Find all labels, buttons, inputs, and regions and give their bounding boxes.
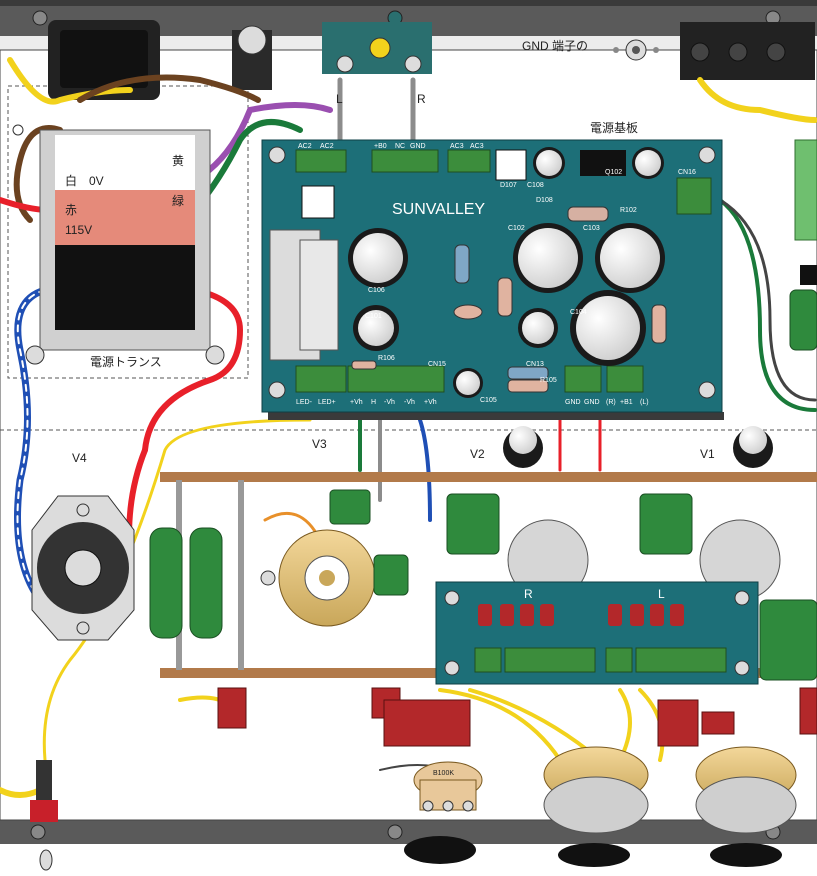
volume-potentiometer bbox=[404, 761, 483, 864]
part-label: R106 bbox=[378, 355, 395, 362]
terminal-label: AC3 bbox=[450, 143, 464, 150]
power-supply-board bbox=[261, 139, 724, 420]
screw-icon bbox=[698, 146, 716, 164]
terminal-label: -Vh bbox=[384, 399, 395, 406]
screw-icon bbox=[30, 824, 46, 840]
part-label: Q102 bbox=[605, 169, 622, 176]
screw-icon bbox=[260, 570, 276, 586]
gnd-terminal bbox=[613, 39, 659, 61]
pot-label: B100K bbox=[433, 770, 454, 777]
part-label: R102 bbox=[620, 207, 637, 214]
wire-label-green: 緑 bbox=[172, 193, 184, 208]
part-label: C108 bbox=[527, 182, 544, 189]
screw-icon bbox=[444, 590, 460, 606]
terminal-label: H bbox=[371, 399, 376, 406]
wire-label-yellow: 黄 bbox=[172, 154, 184, 168]
screw-icon bbox=[734, 590, 750, 606]
psu-brand: SUNVALLEY bbox=[392, 201, 485, 218]
terminal-label: +B0 bbox=[374, 143, 387, 150]
terminal-label: LED+ bbox=[318, 399, 336, 406]
screw-icon bbox=[444, 660, 460, 676]
power-switch bbox=[232, 25, 272, 90]
wire-label-red: 赤 bbox=[65, 203, 77, 217]
amp-board-l-label: L bbox=[658, 587, 665, 601]
terminal-label: AC3 bbox=[470, 143, 484, 150]
psu-terminal-labels-bottom: LED- LED+ +Vh H -Vh -Vh +Vh GND GND +B1 … bbox=[296, 399, 649, 406]
coupling-capacitors bbox=[329, 426, 817, 681]
rca-input-jacks bbox=[322, 22, 432, 74]
channel-r-label: R bbox=[417, 92, 426, 106]
gnd-terminal-label: GND 端子の bbox=[522, 39, 588, 53]
terminal-label: NC bbox=[395, 143, 405, 150]
screw-icon bbox=[32, 10, 48, 26]
channel-l-label: L bbox=[336, 92, 343, 106]
terminal-label: GND bbox=[565, 399, 581, 406]
psu-terminal-labels-top: AC2 AC2 +B0 NC GND AC3 AC3 bbox=[298, 143, 484, 150]
terminal-label: GND bbox=[410, 143, 426, 150]
terminal-label: +Vh bbox=[350, 399, 363, 406]
power-indicator bbox=[30, 760, 58, 871]
output-tube-sockets bbox=[543, 746, 797, 867]
filter-capacitors bbox=[149, 527, 223, 639]
part-label: CN13 bbox=[526, 361, 544, 368]
terminal-label: AC2 bbox=[320, 143, 334, 150]
part-label: R105 bbox=[540, 377, 557, 384]
speaker-transformer-partial bbox=[789, 139, 817, 351]
terminal-label: GND bbox=[584, 399, 600, 406]
psu-part-labels: C106 C101 R106 C102 C103 C104 C105 C108 … bbox=[365, 169, 696, 404]
screw-icon bbox=[268, 146, 286, 164]
screw-icon bbox=[76, 503, 90, 517]
voltage-label-115v: 115V bbox=[65, 223, 92, 237]
amp-board-r-label: R bbox=[524, 587, 533, 601]
terminal-label: LED- bbox=[296, 399, 313, 406]
part-label: C103 bbox=[583, 225, 600, 232]
part-label: C105 bbox=[480, 397, 497, 404]
tube-socket-v4 bbox=[31, 495, 135, 641]
terminal-label: (L) bbox=[640, 399, 649, 406]
speaker-terminals bbox=[680, 22, 815, 80]
power-transformer bbox=[12, 124, 225, 365]
screw-icon bbox=[268, 381, 286, 399]
part-label: D107 bbox=[500, 182, 517, 189]
part-label: D108 bbox=[536, 197, 553, 204]
wire-label-white-0v: 白 0V bbox=[65, 173, 104, 188]
part-label: C104 bbox=[570, 309, 587, 316]
screw-icon bbox=[734, 660, 750, 676]
tube-socket-v3 bbox=[260, 529, 394, 627]
screw-icon bbox=[387, 824, 403, 840]
part-label: C102 bbox=[508, 225, 525, 232]
screw-icon bbox=[698, 381, 716, 399]
tube-label-v4: V4 bbox=[72, 451, 87, 465]
amp-board bbox=[435, 581, 759, 685]
psu-board-label: 電源基板 bbox=[590, 121, 638, 135]
part-label: CN15 bbox=[428, 361, 446, 368]
part-label: CN16 bbox=[678, 169, 696, 176]
toggle-switches bbox=[217, 687, 817, 747]
part-label: C106 bbox=[368, 287, 385, 294]
terminal-label: (R) bbox=[606, 399, 616, 406]
terminal-label: +B1 bbox=[620, 399, 633, 406]
part-label: C101 bbox=[365, 313, 382, 320]
terminal-label: +Vh bbox=[424, 399, 437, 406]
terminal-label: AC2 bbox=[298, 143, 312, 150]
tube-label-v1: V1 bbox=[700, 447, 715, 461]
screw-icon bbox=[76, 621, 90, 635]
tube-label-v2: V2 bbox=[470, 447, 485, 461]
tube-label-v3: V3 bbox=[312, 437, 327, 451]
transformer-label: 電源トランス bbox=[90, 355, 162, 369]
terminal-label: -Vh bbox=[404, 399, 415, 406]
